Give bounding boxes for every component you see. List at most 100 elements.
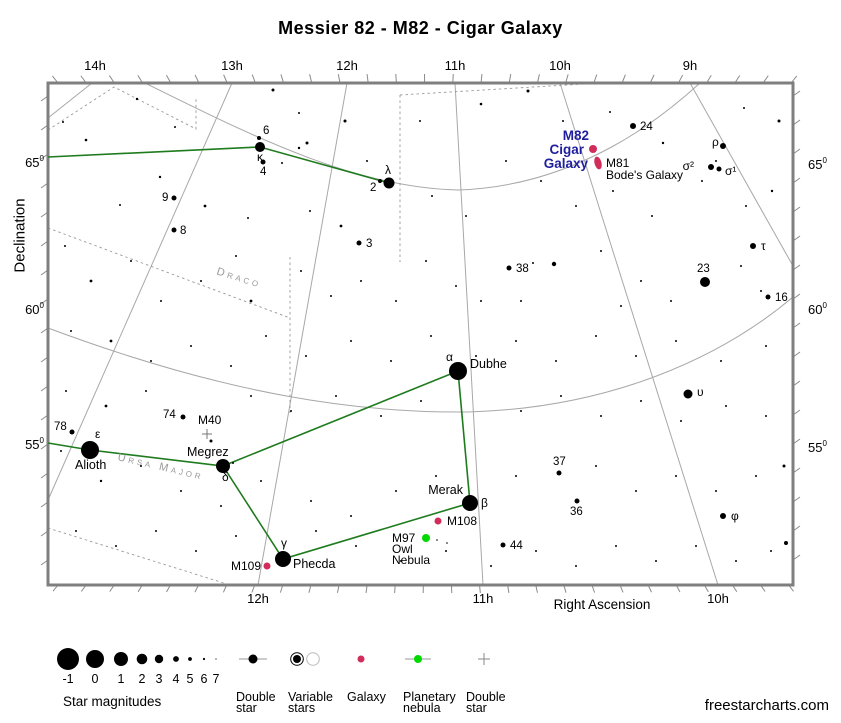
field-star xyxy=(765,345,767,347)
field-star xyxy=(150,360,152,362)
ra-hour-label-top: 12h xyxy=(336,58,358,73)
field-star xyxy=(760,290,762,292)
star xyxy=(180,414,186,420)
star-label: 36 xyxy=(570,506,583,518)
field-star xyxy=(135,97,139,101)
variable-star-icon xyxy=(293,655,301,663)
galaxy-icon xyxy=(357,655,365,663)
field-star xyxy=(479,102,483,106)
star-label: υ xyxy=(697,385,704,399)
ra-hour-label-bottom: 10h xyxy=(707,591,729,606)
star xyxy=(750,243,756,249)
field-star xyxy=(235,535,237,537)
field-star xyxy=(350,340,352,342)
magnitude-dot xyxy=(154,654,164,664)
magnitude-dot xyxy=(215,658,217,660)
field-star xyxy=(84,138,88,142)
field-star xyxy=(70,330,72,332)
star-label: β xyxy=(481,496,488,510)
field-star xyxy=(60,450,62,452)
magnitude-value: 7 xyxy=(213,672,220,686)
field-star xyxy=(355,545,357,547)
field-star xyxy=(298,112,300,114)
field-star xyxy=(555,360,557,362)
star xyxy=(716,166,722,172)
legend-item-label: Galaxy xyxy=(347,690,387,704)
field-star xyxy=(250,395,252,397)
star-label: Dubhe xyxy=(470,357,507,371)
field-star xyxy=(315,530,317,532)
m97-marker xyxy=(422,534,430,542)
field-star xyxy=(740,265,742,267)
field-star xyxy=(140,465,142,467)
field-star xyxy=(675,475,677,477)
ra-hour-label-top: 11h xyxy=(445,58,466,73)
star xyxy=(720,513,726,519)
field-star xyxy=(505,160,507,162)
field-star xyxy=(725,405,727,407)
field-star xyxy=(305,141,309,145)
field-star xyxy=(180,490,182,492)
star-label: 6 xyxy=(263,125,269,137)
star xyxy=(630,123,636,129)
constellation-boundary xyxy=(399,82,601,96)
double-star-icon xyxy=(248,654,258,664)
m109-marker xyxy=(263,562,271,570)
magnitude-value: 6 xyxy=(201,672,208,686)
field-star xyxy=(390,360,392,362)
dso-label: M40 xyxy=(198,413,222,427)
star xyxy=(700,277,710,287)
star-label: 44 xyxy=(510,540,523,552)
field-star xyxy=(158,175,162,179)
field-star xyxy=(743,107,745,109)
star xyxy=(462,495,478,511)
dso-label: Bode's Galaxy xyxy=(606,168,683,182)
star xyxy=(209,439,213,443)
magnitude-value: 4 xyxy=(173,672,180,686)
field-star xyxy=(366,160,368,162)
declination-label-left: 550 xyxy=(25,436,44,452)
field-star xyxy=(551,261,557,267)
dso-label: M97 xyxy=(392,531,416,545)
magnitude-dot xyxy=(173,656,179,662)
field-star xyxy=(195,550,197,552)
field-star xyxy=(271,88,275,92)
star xyxy=(574,498,580,504)
field-star xyxy=(670,300,672,302)
field-star xyxy=(455,285,457,287)
field-star xyxy=(480,300,482,302)
star-label: γ xyxy=(281,536,287,550)
field-star xyxy=(515,340,517,342)
legend-item-label: star xyxy=(236,701,257,715)
field-star xyxy=(119,204,121,206)
star xyxy=(171,195,177,201)
star xyxy=(171,227,177,233)
field-star xyxy=(595,465,597,467)
field-star xyxy=(784,541,788,545)
m108-marker xyxy=(434,517,442,525)
field-star xyxy=(420,400,422,402)
star-label: 24 xyxy=(640,121,653,133)
field-star xyxy=(281,162,283,164)
field-star xyxy=(65,390,67,392)
magnitude-value: -1 xyxy=(62,672,73,686)
star-label: κ xyxy=(257,150,264,164)
field-star xyxy=(330,295,332,297)
field-star xyxy=(99,479,103,483)
field-star xyxy=(446,542,448,544)
star-label: Megrez xyxy=(187,445,229,459)
field-star xyxy=(475,355,477,357)
field-star xyxy=(436,539,438,541)
field-star xyxy=(735,560,737,562)
field-star xyxy=(600,250,602,252)
star-label: λ xyxy=(385,163,391,177)
constellation-boundary xyxy=(47,527,231,586)
dso-label: M82 xyxy=(563,128,589,143)
field-star xyxy=(350,515,352,517)
field-star xyxy=(600,415,602,417)
legend-item-label: stars xyxy=(288,701,315,715)
constellation-name: Draco xyxy=(215,266,263,291)
field-star xyxy=(395,300,397,302)
field-star xyxy=(575,205,577,207)
star xyxy=(257,136,261,140)
